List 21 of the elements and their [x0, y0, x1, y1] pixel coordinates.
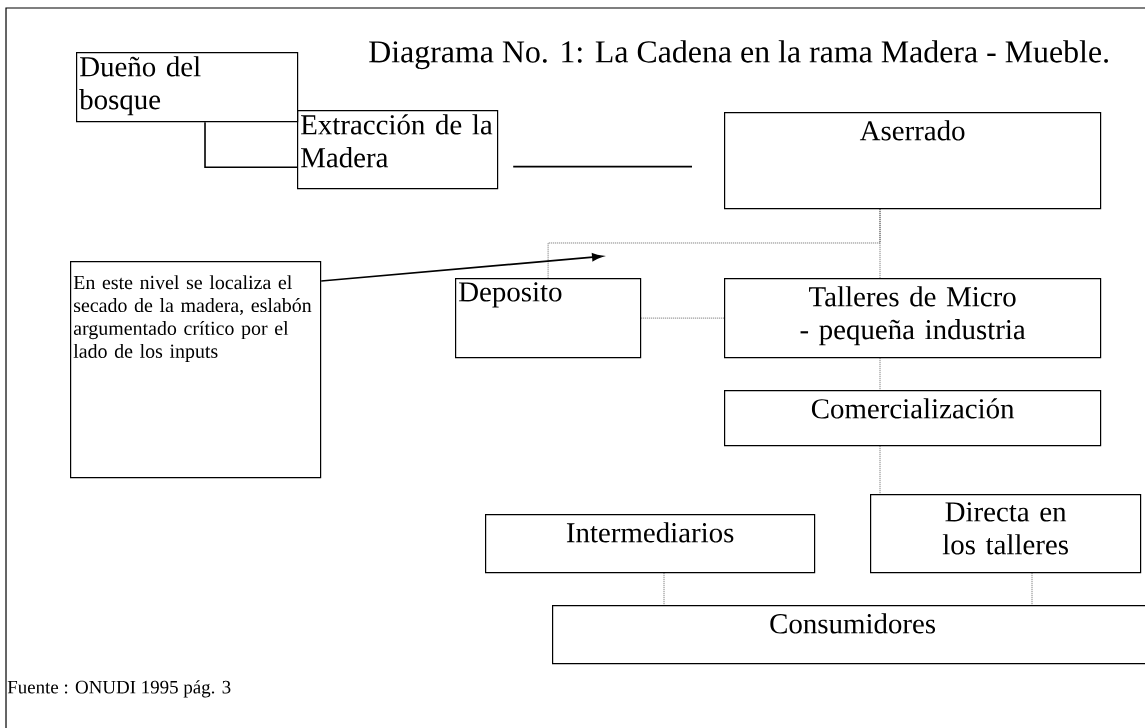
connector-line: [879, 445, 881, 495]
process-box: Intermediarios: [485, 514, 816, 574]
process-box: Aserrado: [724, 112, 1102, 210]
process-box: Consumidores: [552, 605, 1145, 665]
process-box: Comercialización: [724, 390, 1102, 447]
process-box: Deposito: [455, 278, 642, 359]
arrow: [320, 253, 603, 282]
note-box: En este nivel se localiza el secado de la madera, eslabón argumentado crítico por el lado de los inputs: [70, 261, 322, 479]
connector-line: [879, 357, 881, 391]
process-box: Talleres de Micro - pequeña industria: [724, 278, 1102, 359]
process-box: Extracción de la Madera: [297, 110, 499, 190]
connector-line: [640, 317, 725, 319]
connector-line: [512, 165, 693, 168]
connector-line: [204, 121, 298, 168]
connector-line: [879, 208, 881, 279]
title: Diagrama No. 1: La Cadena en la rama Madera - Mueble.: [369, 40, 1108, 70]
connector-line: [1031, 572, 1033, 606]
process-box: Dueño del bosque: [76, 52, 299, 123]
process-box: Directa en los talleres: [870, 494, 1142, 574]
connector-line: [663, 572, 665, 606]
source-note: Fuente : ONUDI 1995 pág. 3: [7, 680, 231, 698]
